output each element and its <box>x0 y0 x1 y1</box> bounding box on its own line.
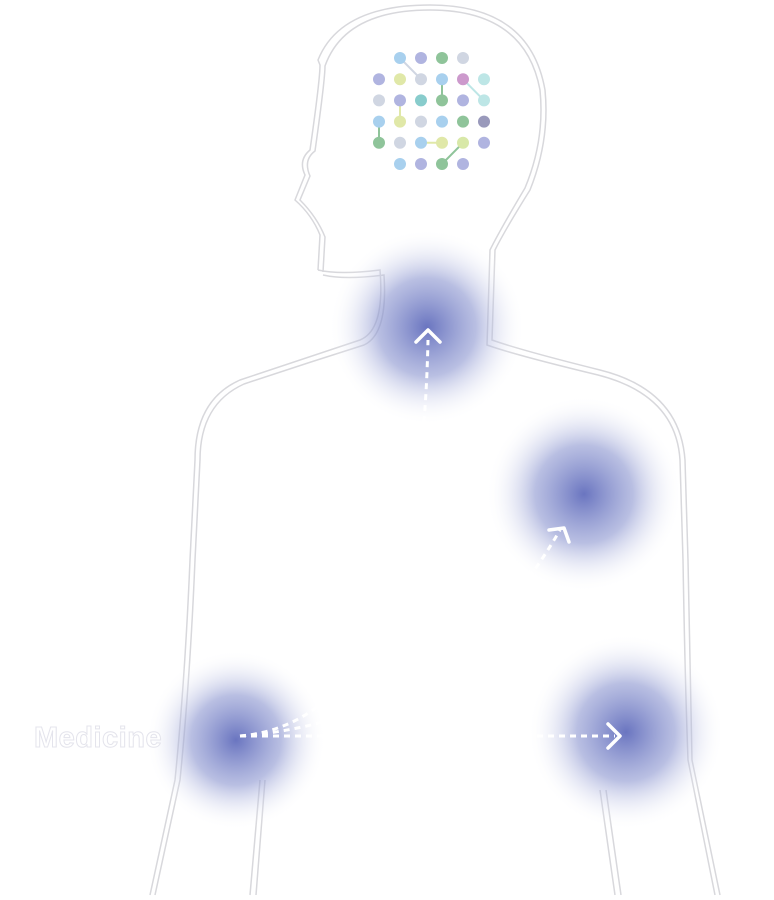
network-node <box>436 73 448 86</box>
glow-spots <box>146 229 724 830</box>
network-node <box>478 115 490 128</box>
network-node <box>436 52 448 64</box>
network-node <box>394 73 406 86</box>
network-node <box>394 158 406 170</box>
arrow-to-neck <box>239 339 430 738</box>
arrowhead-chest-icon <box>547 526 571 544</box>
network-node <box>457 158 469 170</box>
network-node <box>478 136 490 149</box>
network-node <box>415 158 427 170</box>
network-node <box>436 136 448 149</box>
network-node <box>394 136 406 149</box>
medicine-label: Medicine <box>33 722 163 755</box>
network-node <box>457 115 469 128</box>
network-node <box>478 73 490 86</box>
glow-medicine <box>146 650 326 830</box>
network-node <box>436 94 448 107</box>
brain-network-icon <box>373 52 490 170</box>
network-node <box>394 52 406 64</box>
network-node <box>478 94 490 107</box>
network-node <box>373 73 385 86</box>
network-node <box>457 94 469 107</box>
network-node <box>373 94 385 107</box>
network-node <box>415 52 427 64</box>
network-node <box>415 94 427 107</box>
network-node <box>457 52 469 64</box>
arrowheads <box>414 328 622 750</box>
arrowhead-neck-icon <box>414 328 442 344</box>
network-node <box>394 94 406 107</box>
network-node <box>436 158 448 170</box>
arrows <box>239 339 615 738</box>
network-node <box>436 115 448 128</box>
arrowhead-abdomen-icon <box>606 722 622 750</box>
glow-abdomen <box>528 634 724 830</box>
arrow-to-chest <box>239 529 562 738</box>
glow-neck <box>329 229 525 425</box>
network-node <box>457 73 469 86</box>
network-node <box>373 136 385 149</box>
network-node <box>415 115 427 128</box>
network-node <box>415 73 427 86</box>
glow-chest <box>486 396 682 592</box>
network-node <box>415 136 427 149</box>
network-node <box>457 136 469 149</box>
network-node <box>394 115 406 128</box>
network-node <box>373 115 385 128</box>
